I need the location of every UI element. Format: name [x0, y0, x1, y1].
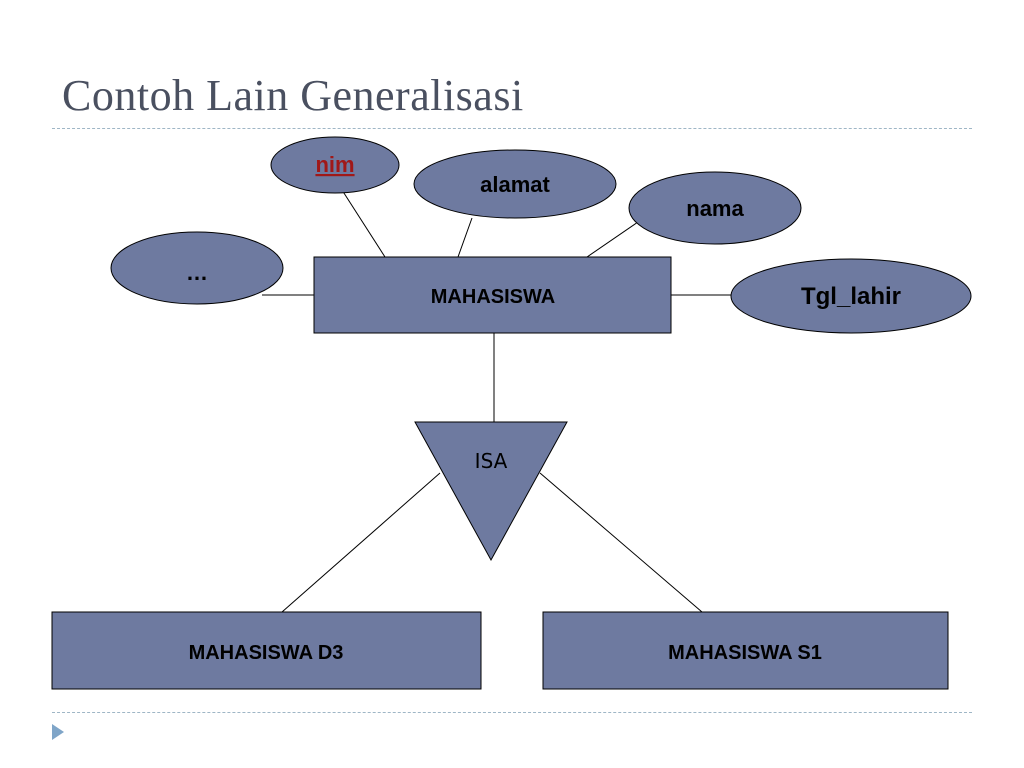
- connector-isa-d3: [281, 472, 441, 613]
- footer-divider: [52, 712, 972, 713]
- entity-mahasiswa-s1: MAHASISWA S1: [542, 611, 949, 690]
- entity-mahasiswa-d3: MAHASISWA D3: [51, 611, 482, 690]
- title-divider: [52, 128, 972, 129]
- attribute-ellipsis-label: …: [186, 260, 208, 285]
- attribute-nim: nim: [270, 136, 400, 194]
- slide-title: Contoh Lain Generalisasi: [62, 71, 524, 120]
- entity-mahasiswa-s1-label: MAHASISWA S1: [668, 642, 822, 664]
- entity-mahasiswa-label: MAHASISWA: [431, 286, 555, 308]
- isa-label: ISA: [475, 449, 508, 473]
- bullet-arrow-icon: [52, 724, 64, 740]
- attribute-ellipsis: …: [110, 231, 284, 305]
- isa-triangle: ISA: [414, 421, 568, 562]
- connector-nim: [341, 189, 386, 258]
- attribute-tgl-lahir-label: Tgl_lahir: [801, 283, 901, 310]
- attribute-alamat-label: alamat: [480, 172, 550, 197]
- connector-nama: [586, 221, 639, 258]
- attribute-tgl-lahir: Tgl_lahir: [730, 258, 972, 334]
- entity-mahasiswa: MAHASISWA: [313, 256, 672, 334]
- entity-mahasiswa-d3-label: MAHASISWA D3: [189, 642, 344, 664]
- connector-alamat: [457, 217, 473, 258]
- attribute-alamat: alamat: [413, 149, 617, 219]
- attribute-nama-label: nama: [686, 196, 744, 221]
- attribute-nama: nama: [628, 171, 802, 245]
- attribute-nim-label: nim: [315, 152, 354, 177]
- connector-isa-s1: [539, 472, 703, 613]
